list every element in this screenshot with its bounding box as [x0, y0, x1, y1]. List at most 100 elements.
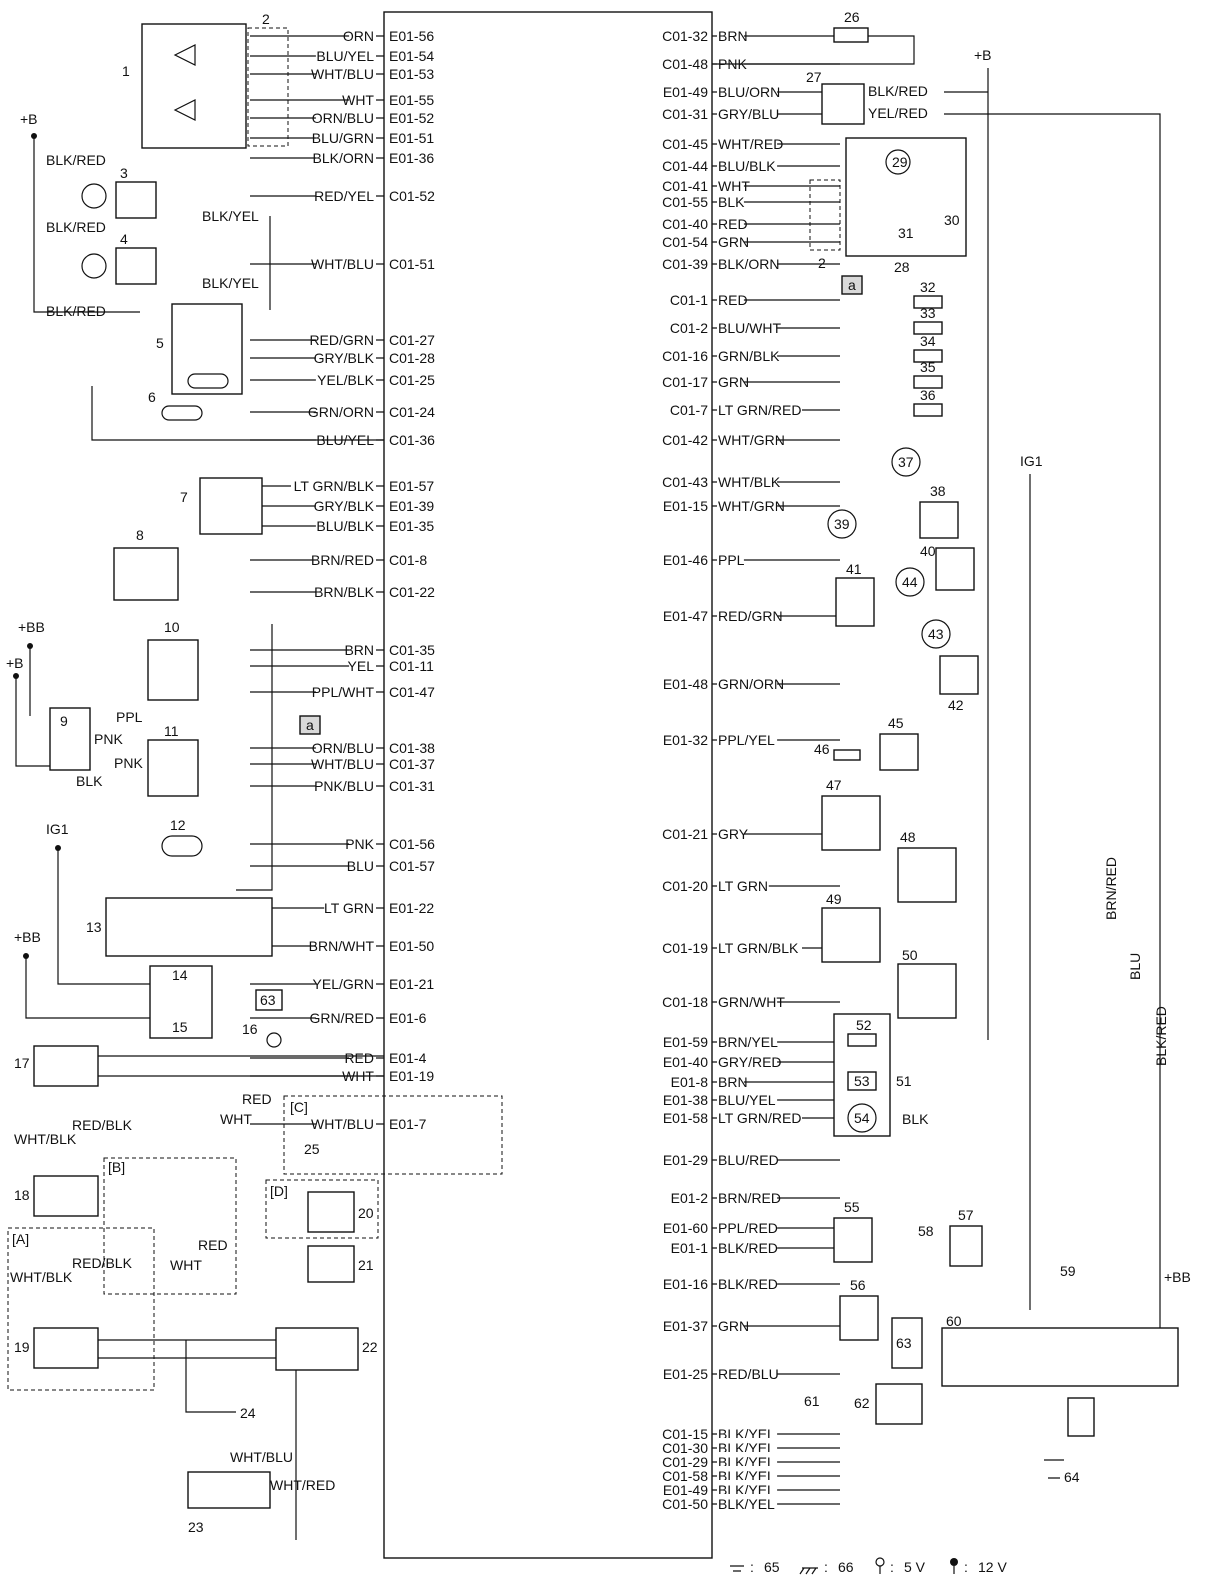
svg-text:28: 28: [894, 259, 910, 275]
svg-text:63: 63: [896, 1335, 912, 1351]
bracket-a-box: [7, 1227, 155, 1391]
pin-label: E01-56: [389, 28, 434, 44]
svg-text:45: 45: [888, 715, 904, 731]
relay-38: 38: [919, 483, 959, 539]
wire-lbl-blk-red-r1: BLK/RED: [868, 83, 928, 99]
wire-label: PPL/WHT: [312, 684, 375, 700]
module-50: 50: [897, 947, 957, 1019]
pin-label: E01-49: [663, 84, 708, 100]
pin-label: C01-19: [662, 940, 708, 956]
pin-label: E01-35: [389, 518, 434, 534]
wire-label: WHT/BLU: [311, 1116, 374, 1132]
wire-lbl-blk-red-1: BLK/RED: [46, 152, 106, 168]
wire-lbl-pnk-1: PNK: [94, 731, 123, 747]
wire-label: BLU: [347, 858, 374, 874]
wire-lbl-wht-1: WHT: [220, 1111, 252, 1127]
pin-label: E01-40: [663, 1054, 708, 1070]
plus-b-label-1: +B: [20, 111, 38, 127]
svg-text:6: 6: [148, 389, 156, 405]
pin-label: E01-38: [663, 1092, 708, 1108]
pin-label: E01-52: [389, 110, 434, 126]
svg-text:17: 17: [14, 1055, 30, 1071]
pin-label: C01-54: [662, 234, 708, 250]
connector-a-left: a: [299, 715, 321, 735]
svg-text:37: 37: [898, 454, 914, 470]
svg-text:26: 26: [844, 9, 860, 25]
component-17: 17: [14, 1045, 99, 1087]
wire-label: WHT/BLK: [718, 474, 781, 490]
wire-lbl-blk-yel-2: BLK/YEL: [202, 275, 259, 291]
wire-label: WHT/GRN: [718, 432, 785, 448]
wire-lbl-blk-yel-1: BLK/YEL: [202, 208, 259, 224]
wire-label: PNK/BLU: [314, 778, 374, 794]
component-13: 13: [86, 897, 273, 957]
wire-label: ORN/BLU: [312, 110, 374, 126]
plus-bb-label-2: +BB: [14, 929, 41, 945]
pin-label: C01-41: [662, 178, 708, 194]
wire-label: WHT/BLU: [311, 756, 374, 772]
wire-label: BLU/YEL: [718, 1092, 776, 1108]
svg-text:11: 11: [164, 723, 179, 739]
plus-b-label-3: +B: [974, 47, 992, 63]
svg-text:64: 64: [1064, 1469, 1080, 1485]
wire-label: GRN/RED: [309, 1010, 374, 1026]
svg-text:19: 19: [14, 1339, 30, 1355]
pin-label: E01-6: [389, 1010, 427, 1026]
vert-lbl-blu: BLU: [1127, 953, 1143, 980]
motor-43: 43: [921, 619, 951, 649]
wire-label: BLU/GRN: [312, 130, 374, 146]
vert-lbl-blk-red: BLK/RED: [1153, 1006, 1169, 1066]
svg-text:32: 32: [920, 279, 936, 295]
wire-lbl-red-blk-1: RED/BLK: [72, 1117, 133, 1133]
relay-55: 55: [833, 1199, 873, 1263]
pin-label: C01-11: [389, 658, 434, 674]
relay-45: 45: [879, 715, 919, 771]
pin-label: E01-19: [389, 1068, 434, 1084]
pin-label: C01-37: [389, 756, 435, 772]
wire-label: BRN/BLK: [314, 584, 375, 600]
pin-label: E01-37: [663, 1318, 708, 1334]
wire-lbl-wht-blu: WHT/BLU: [230, 1449, 293, 1465]
pin-label: C01-25: [389, 372, 435, 388]
wire-label: GRN: [718, 1318, 749, 1334]
ig1-label-2: IG1: [1020, 453, 1043, 469]
wire-label: BLK/RED: [718, 1240, 778, 1256]
ecu-right-pin-row: E01-38 BLU/YEL: [663, 1090, 840, 1108]
component-46: 46: [814, 741, 861, 761]
wire-lbl-blk-red-3: BLK/RED: [46, 303, 106, 319]
box-63-right: 63: [891, 1317, 923, 1369]
svg-text:44: 44: [902, 574, 918, 590]
comp-num-30: 30: [944, 212, 960, 228]
ecu-left-pin-row: GRN/RED E01-6: [250, 1008, 427, 1026]
wire-label: ORN: [343, 28, 374, 44]
svg-text:25: 25: [304, 1141, 320, 1157]
svg-text:47: 47: [826, 777, 842, 793]
wire-label: RED: [344, 1050, 374, 1066]
svg-text:a: a: [306, 717, 314, 733]
svg-text:3: 3: [120, 165, 128, 181]
component-18: 18: [14, 1175, 99, 1217]
shield-2-right: [809, 179, 841, 251]
wire-label: BLK/YEL: [718, 1496, 775, 1512]
pin-label: E01-48: [663, 676, 708, 692]
wire-lbl-wht-2: WHT: [170, 1257, 202, 1273]
component-22: 22: [275, 1327, 378, 1371]
pin-label: E01-25: [663, 1366, 708, 1382]
wire-lbl-wht-red: WHT/RED: [270, 1477, 335, 1493]
wire-lbl-pnk-2: PNK: [114, 755, 143, 771]
